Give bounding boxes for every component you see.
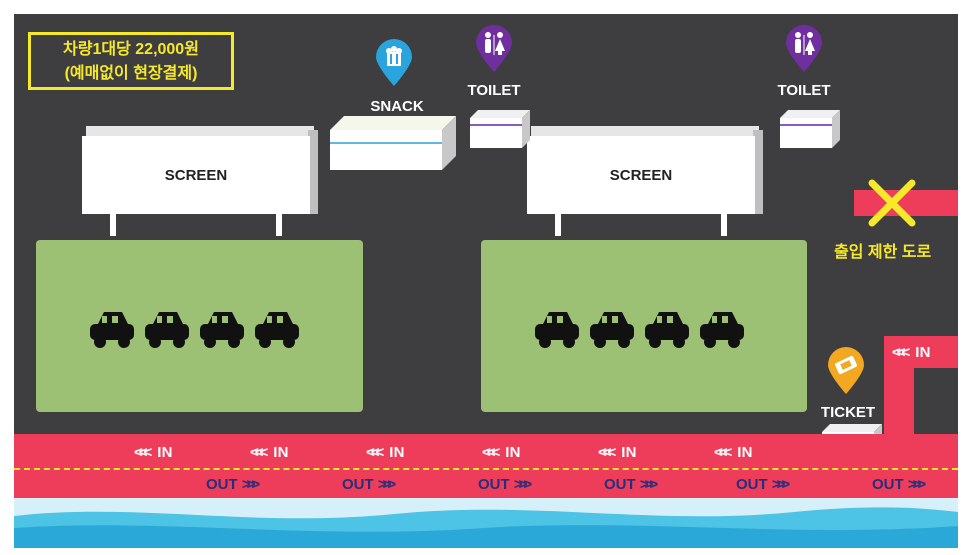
toilet-1-label: TOILET [467,82,521,99]
car-group-1 [88,306,308,350]
ticket-icon [828,347,864,394]
out-lane-label: OUT >>> [872,476,926,493]
screen-1-label: SCREEN [82,136,310,214]
screen-1-leg [110,214,116,236]
price-notice: 차량1대당 22,000원 (예매없이 현장결제) [28,32,234,90]
restricted-road-label: 출입 제한 도로 [834,244,932,261]
out-lane-label: OUT >>> [342,476,396,493]
restricted-x-icon [866,178,918,228]
in-lane-label: <<< IN [366,444,405,461]
restroom-icon [476,25,512,72]
popcorn-icon [376,39,412,86]
out-lane-label: OUT >>> [736,476,790,493]
screen-2-leg [721,214,727,236]
snack-booth [330,116,456,170]
toilet-pin-2 [784,24,824,74]
toilet-pin-1 [474,24,514,74]
screen-2-leg [555,214,561,236]
out-lane-label: OUT >>> [478,476,532,493]
restricted-road [854,190,958,216]
toilet-booth-1 [470,110,530,148]
water-area [14,498,958,548]
price-line-1: 차량1대당 22,000원 [63,41,199,58]
in-lane-label: <<< IN [598,444,637,461]
screen-1: SCREEN [82,126,318,236]
car-icon [90,312,299,348]
entrance-in-label: <<< IN [892,344,931,361]
snack-label: SNACK [370,98,424,115]
in-lane-label: <<< IN [250,444,289,461]
entrance-road-top [884,336,958,368]
road-center-line [14,468,958,470]
in-lane-label: <<< IN [482,444,521,461]
ticket-label: TICKET [820,404,876,421]
parking-area-2 [481,240,807,412]
snack-pin [374,38,414,88]
in-lane-label: <<< IN [134,444,173,461]
in-lane-label: <<< IN [714,444,753,461]
car-group-2 [533,306,753,350]
price-line-2: (예매없이 현장결제) [64,65,198,82]
toilet-booth-2 [780,110,840,148]
drive-in-map: 차량1대당 22,000원 (예매없이 현장결제) SCREEN SCREEN [14,14,958,548]
parking-area-1 [36,240,363,412]
out-lane-label: OUT >>> [206,476,260,493]
ticket-pin [826,346,866,396]
screen-2: SCREEN [527,126,763,236]
toilet-2-label: TOILET [777,82,831,99]
main-road [14,434,958,498]
car-icon [535,312,744,348]
out-lane-label: OUT >>> [604,476,658,493]
screen-2-label: SCREEN [527,136,755,214]
restroom-icon [786,25,822,72]
screen-1-leg [276,214,282,236]
